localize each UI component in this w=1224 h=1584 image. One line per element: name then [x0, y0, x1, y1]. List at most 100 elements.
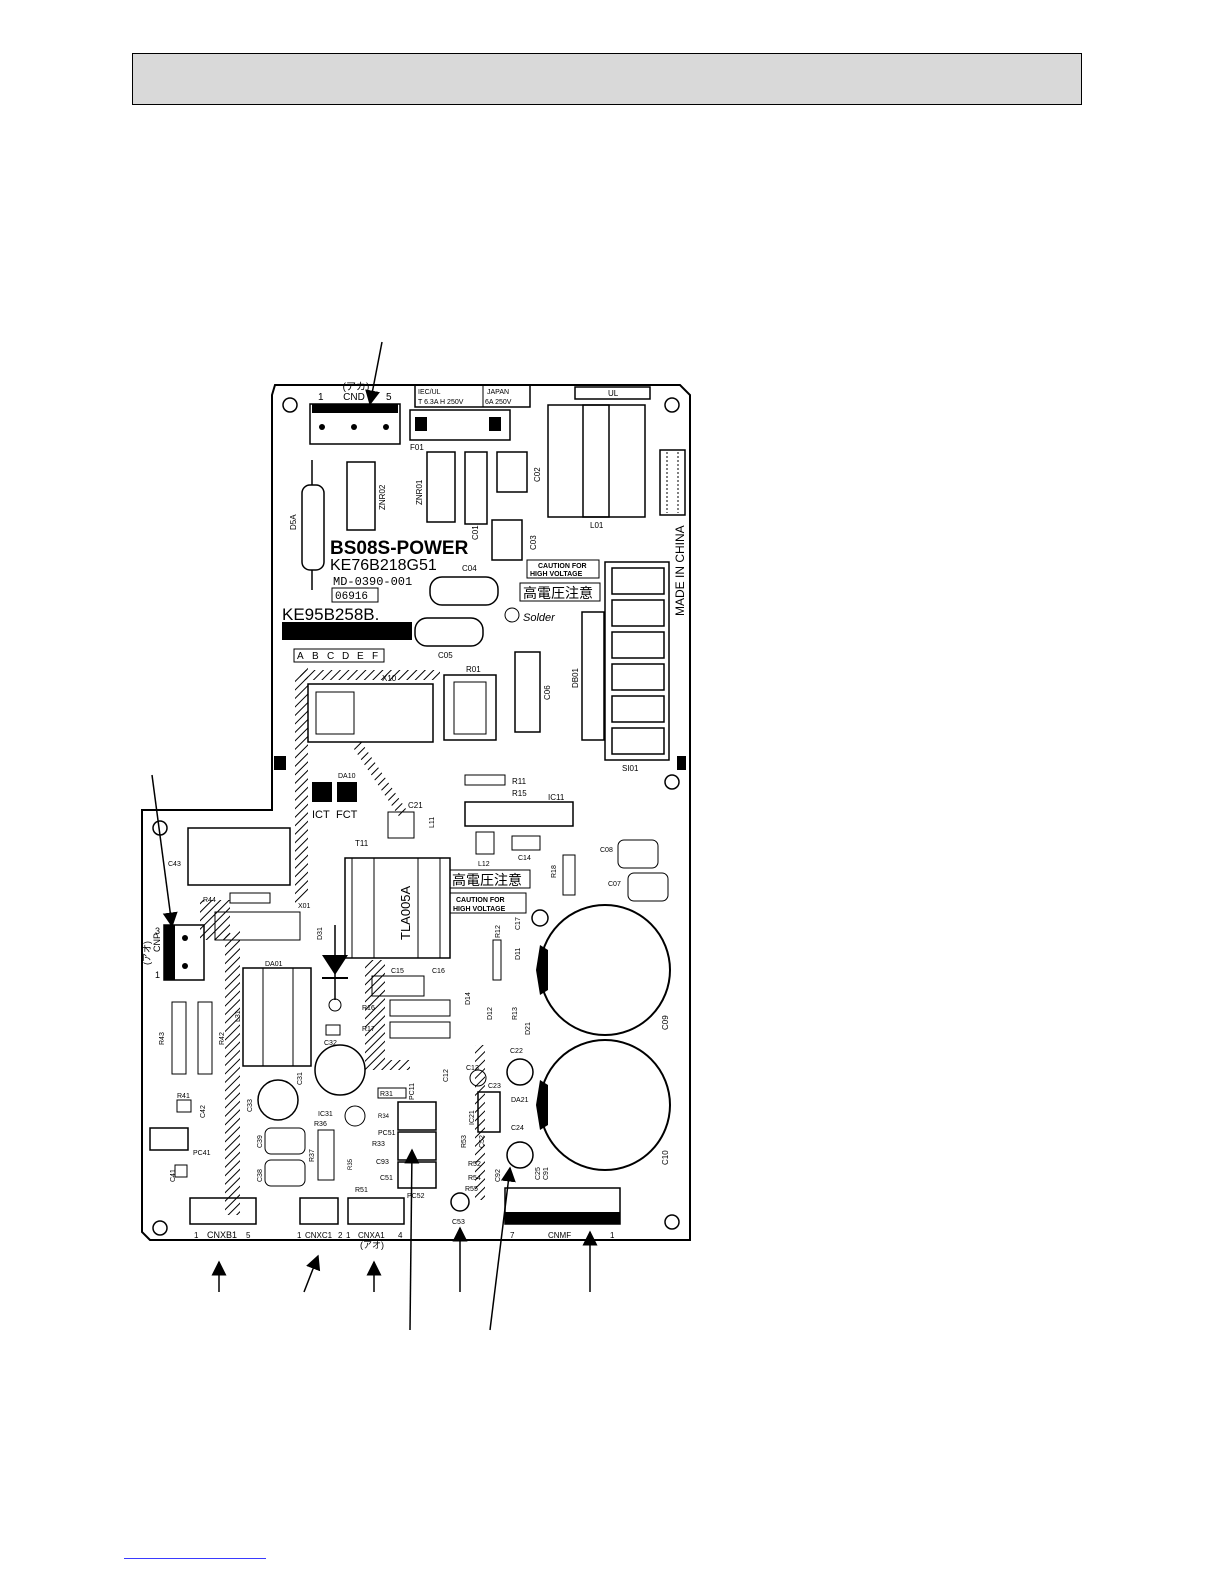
r42-label: R42: [219, 1032, 226, 1045]
ict-label: ICT: [312, 809, 330, 821]
c32-label: C32: [324, 1040, 337, 1047]
r41-label: R41: [177, 1093, 190, 1100]
cnxc1-pin-left: 1: [297, 1231, 302, 1240]
c25-label: C25: [535, 1167, 542, 1180]
board-lot-code: 06916: [335, 591, 368, 603]
rev-b: B: [312, 651, 319, 662]
r52-label: R52: [468, 1161, 481, 1168]
fuse-japan-rating: 6A 250V: [485, 399, 512, 406]
l12-label: L12: [478, 861, 490, 868]
d31-label: D31: [317, 927, 324, 940]
fct-label: FCT: [336, 809, 358, 821]
cnp-pin-bottom: 1: [155, 970, 160, 980]
rev-c: C: [327, 651, 334, 662]
c21-label: C21: [408, 801, 423, 810]
ul-label: UL: [608, 389, 619, 398]
c08-label: C08: [600, 847, 613, 854]
x10-label: X10: [382, 674, 397, 683]
arrow-c92: [489, 1166, 516, 1331]
d14-label: D14: [465, 992, 472, 1005]
ic31-label: IC31: [318, 1111, 333, 1118]
c92-label: C92: [495, 1169, 502, 1182]
d21-label: D21: [525, 1022, 532, 1035]
cnxa1-color-label: (アオ): [360, 1240, 384, 1250]
pc11-label: PC11: [409, 1083, 416, 1100]
c02-label: C02: [533, 467, 542, 482]
r31-label: R31: [380, 1091, 393, 1098]
cnxc1-label: CNXC1: [305, 1231, 333, 1240]
rev-e: E: [357, 651, 364, 662]
r13-label: R13: [512, 1007, 519, 1020]
board-markings: BS08S-POWER KE76B218G51 MD-0390-001 0691…: [282, 538, 469, 640]
c22-label: C22: [510, 1048, 523, 1055]
ic31-photocouplers: R31 IC31 R36 R34 R37 PC51 R33 C93 R35 R5…: [309, 1083, 550, 1226]
c43-r44-x01: C43 R44 X01: [168, 827, 311, 941]
d5a-label: D5A: [289, 514, 298, 530]
c01-label: C01: [471, 525, 480, 540]
r43-r42: R43 R42: [159, 1001, 226, 1075]
cnmf-pin-left: 7: [510, 1231, 515, 1240]
caution-top: CAUTION FOR HIGH VOLTAGE 高電圧注意 Solder: [504, 559, 601, 624]
c41-label: C41: [170, 1169, 177, 1182]
fuse-japan-label: JAPAN: [487, 389, 509, 396]
pc41-label: PC41: [193, 1150, 211, 1157]
r34-label: R34: [378, 1114, 390, 1120]
capacitors-c04-c05: C04 C05: [414, 564, 499, 660]
c23-label: C23: [488, 1083, 501, 1090]
section-title-bar: [132, 53, 1082, 105]
arrow-cnxc1: [303, 1254, 321, 1293]
solder-mark: Solder: [523, 612, 556, 624]
c51-label: C51: [380, 1175, 393, 1182]
cnmf-pin-right: 1: [610, 1231, 615, 1240]
db01-label: DB01: [571, 667, 580, 688]
cnxc1-pin-right: 2: [338, 1231, 343, 1240]
varistor-labels: ZNR02 ZNR01 C01 C02 C03: [378, 467, 542, 550]
r51-label: R51: [355, 1187, 368, 1194]
c08-c07-r18: C08 C07 R18: [551, 839, 669, 902]
board-pcb-code: KE95B258B.: [282, 605, 379, 624]
arrow-cnp: [151, 774, 178, 928]
board-title: BS08S-POWER: [330, 538, 469, 559]
r35-label: R35: [348, 1158, 354, 1170]
mounting-holes: [152, 397, 680, 1236]
cnp-label: CNP: [152, 933, 162, 952]
c16-label: C16: [432, 968, 445, 975]
l31-label: L31: [235, 1010, 242, 1022]
jp-warning-mid: 高電圧注意: [452, 872, 522, 888]
r54-label: R54: [468, 1175, 481, 1182]
c17-label: C17: [515, 917, 522, 930]
cnxa1-pin-right: 4: [398, 1231, 403, 1240]
connector-cnxb1: 1 CNXB1 5: [189, 1197, 257, 1240]
board-part-no: KE76B218G51: [330, 557, 437, 574]
r11-r15-ic11: R11 R15 IC11: [464, 774, 574, 827]
r53-label: R53: [461, 1135, 468, 1148]
c42-label: C42: [200, 1105, 207, 1118]
r55-label: R55: [465, 1186, 478, 1193]
c13-c23-ic21: C13 C12 C22 C23 IC21 DA21 C24: [443, 1048, 534, 1133]
c91-label: C91: [543, 1167, 550, 1180]
jp-warning-top: 高電圧注意: [523, 585, 593, 601]
da21-label: DA21: [511, 1097, 529, 1104]
c06-label: C06: [543, 685, 552, 700]
r37-label: R37: [309, 1149, 316, 1162]
r12-d11-c17: R12 D11 C17 D12 R13 D21: [487, 909, 549, 1035]
c53-label: C53: [452, 1219, 465, 1226]
si01-tab: [677, 756, 686, 770]
revision-boxes: A B C D E F: [293, 648, 385, 663]
test-pads: [659, 449, 686, 516]
cnp-pin-top: 3: [155, 926, 160, 936]
c13-label: C13: [466, 1065, 479, 1072]
bridge-db01: DB01: [571, 611, 605, 741]
c52-label: C52: [479, 1135, 486, 1148]
made-in-label: MADE IN CHINA: [673, 525, 687, 616]
t11-code: TLA005A: [398, 885, 413, 940]
r17-label: R17: [362, 1026, 375, 1033]
l01-label: L01: [590, 521, 604, 530]
board-outline: [141, 384, 691, 1241]
r11-label: R11: [512, 777, 527, 786]
ict-fct-pads: ICT FCT DA10: [274, 756, 358, 821]
fuse-iec-rating: T 6.3A H 250V: [418, 399, 464, 406]
choke-l01: UL L01: [547, 386, 651, 530]
c39-label: C39: [257, 1135, 264, 1148]
pc52-label: PC52: [407, 1193, 425, 1200]
